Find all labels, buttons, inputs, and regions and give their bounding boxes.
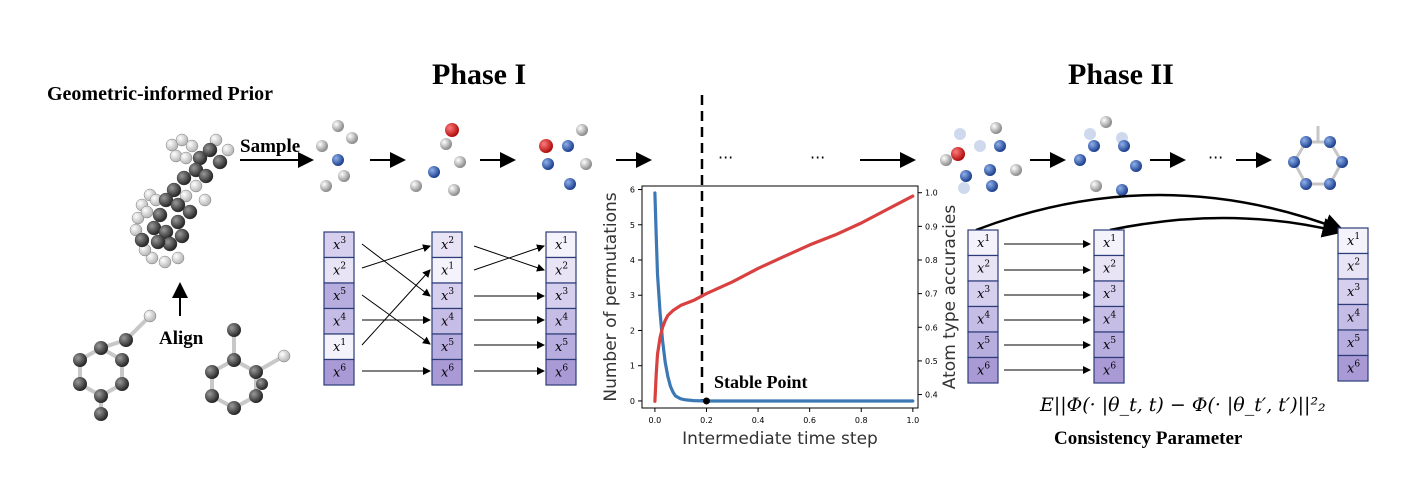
token-cell bbox=[545, 358, 577, 386]
sample-label: Sample bbox=[240, 136, 301, 157]
token-cell bbox=[967, 229, 999, 257]
y2-tick-label: 0.5 bbox=[925, 357, 938, 366]
y-tick-label: 5 bbox=[630, 221, 635, 230]
phase-2-title: Phase II bbox=[1068, 58, 1174, 91]
token-cell bbox=[967, 356, 999, 384]
token-cell bbox=[967, 331, 999, 359]
aligned-molecule-right bbox=[205, 323, 291, 415]
x-tick-label: 0.0 bbox=[649, 416, 662, 425]
accuracy-series-line bbox=[653, 194, 915, 403]
x-tick-label: 1.0 bbox=[906, 416, 919, 425]
token-cell bbox=[323, 282, 355, 310]
y2-tick-label: 1.0 bbox=[925, 189, 938, 198]
x-tick-label: 0.2 bbox=[700, 416, 713, 425]
ellipsis: ··· bbox=[1208, 148, 1223, 167]
stable-point-label: Stable Point bbox=[714, 372, 808, 392]
chart-ylabel: Number of permutations bbox=[601, 192, 621, 401]
prior-title: Geometric-informed Prior bbox=[47, 83, 274, 105]
token-cell bbox=[431, 358, 463, 386]
phase2-mapping-arrows bbox=[1004, 240, 1091, 374]
token-cell bbox=[323, 231, 355, 259]
phase1-atoms-stage-3 bbox=[539, 124, 592, 190]
stable-point-marker bbox=[702, 397, 710, 405]
token-cell bbox=[1337, 354, 1369, 382]
token-cell bbox=[323, 256, 355, 284]
chart-xlabel: Intermediate time step bbox=[682, 429, 878, 449]
consistency-formula: E||Φ(· |θ_t, t) − Φ(· |θ_t′, t′)||²₂ bbox=[1040, 394, 1326, 416]
phase1-atoms-stage-1 bbox=[316, 120, 358, 192]
token-cell bbox=[545, 333, 577, 361]
ellipsis: ··· bbox=[718, 148, 733, 167]
token-cell bbox=[1337, 303, 1369, 331]
token-cell bbox=[431, 256, 463, 284]
token-cell bbox=[545, 282, 577, 310]
y2-tick-label: 0.6 bbox=[925, 323, 938, 332]
y-tick-label: 6 bbox=[630, 186, 635, 195]
y2-tick-label: 0.4 bbox=[925, 391, 938, 400]
token-cell bbox=[1093, 254, 1125, 282]
align-label: Align bbox=[159, 328, 204, 349]
consistency-arc-1 bbox=[975, 193, 1345, 234]
token-cell bbox=[545, 307, 577, 335]
prior-molecule-cloud bbox=[129, 133, 235, 269]
x-tick-label: 0.6 bbox=[803, 416, 816, 425]
x-tick-label: 0.8 bbox=[855, 416, 868, 425]
token-cell bbox=[323, 333, 355, 361]
phase-1-title: Phase I bbox=[432, 58, 527, 91]
x-tick-label: 0.4 bbox=[752, 416, 765, 425]
y-tick-label: 2 bbox=[630, 326, 635, 335]
phase2-atoms-stage-2 bbox=[1074, 116, 1142, 196]
phase1-atoms-stage-2 bbox=[410, 123, 466, 196]
y-tick-label: 1 bbox=[630, 362, 635, 371]
y-tick-label: 4 bbox=[630, 256, 635, 265]
aligned-molecule-left bbox=[73, 309, 157, 421]
consistency-arc-2 bbox=[1109, 216, 1343, 238]
permutation-chart: 0.0 0.2 0.4 0.6 0.8 1.0 0 1 2 3 4 5 6 0.4 0.5 0.6 0.7 0.8… bbox=[601, 185, 960, 449]
token-cell bbox=[1093, 356, 1125, 384]
y-tick-label: 0 bbox=[630, 397, 635, 406]
chart-frame bbox=[641, 185, 919, 409]
token-cell bbox=[1093, 305, 1125, 333]
y2-tick-label: 0.8 bbox=[925, 256, 938, 265]
token-cell bbox=[967, 280, 999, 308]
consistency-label: Consistency Parameter bbox=[1054, 428, 1243, 449]
token-cell bbox=[431, 333, 463, 361]
token-cell bbox=[1093, 331, 1125, 359]
token-cell bbox=[1337, 329, 1369, 357]
token-cell bbox=[323, 358, 355, 386]
y2-tick-label: 0.9 bbox=[925, 222, 938, 231]
token-cell bbox=[431, 307, 463, 335]
ellipsis: ··· bbox=[810, 148, 825, 167]
phase2-atoms-stage-1 bbox=[940, 122, 1022, 194]
chart-y2label: Atom type accuracies bbox=[940, 205, 960, 390]
y2-tick-label: 0.7 bbox=[925, 290, 938, 299]
permutations-series-line bbox=[653, 191, 915, 403]
token-cell bbox=[1093, 280, 1125, 308]
phase1-permutation-arrows bbox=[361, 243, 545, 375]
phase2-final-ring bbox=[1288, 126, 1348, 190]
y-tick-label: 3 bbox=[630, 291, 635, 300]
